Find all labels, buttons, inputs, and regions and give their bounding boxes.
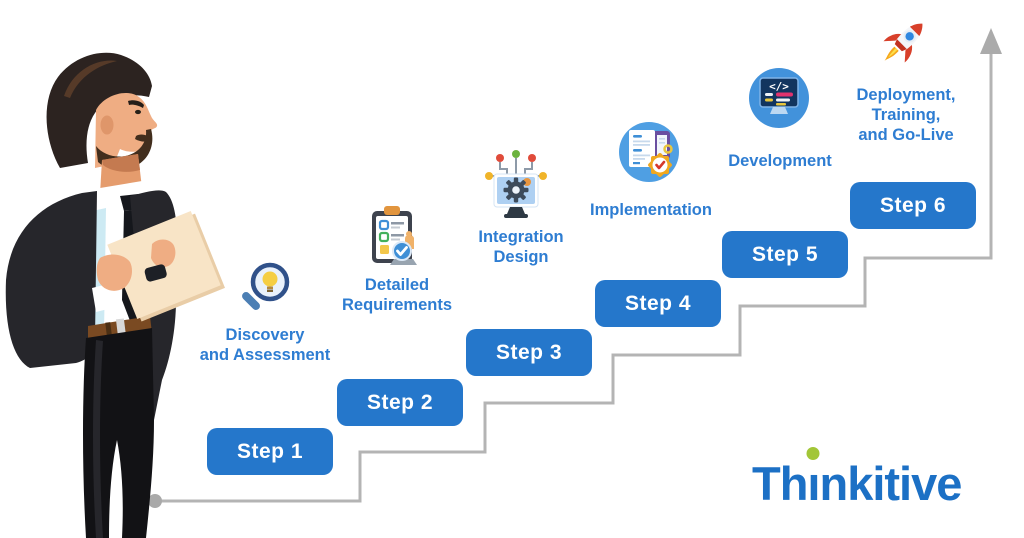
monitor-gear-network-icon xyxy=(485,150,547,218)
arrow-up-icon xyxy=(980,28,1002,54)
step-2-button: Step 2 xyxy=(337,379,463,426)
step-4-label: Implementation xyxy=(590,201,712,219)
step-6-label: Deployment, Training, and Go-Live xyxy=(856,86,956,145)
staircase-path xyxy=(155,44,993,503)
code-monitor-icon: </> xyxy=(749,68,809,128)
step-2-label: Detailed Requirements xyxy=(341,276,453,315)
documents-badge-icon xyxy=(619,122,679,182)
rocket-icon xyxy=(883,23,923,63)
line-start-dot xyxy=(148,494,162,508)
clipboard-checklist-icon xyxy=(372,206,417,265)
magnifier-lightbulb-icon xyxy=(242,262,290,310)
step-5-button: Step 5 xyxy=(722,231,848,278)
logo-text-suffix: nkitive xyxy=(819,457,962,510)
businessman-illustration xyxy=(5,52,225,538)
logo-letter-i: ı xyxy=(806,447,820,511)
step-5-label: Development xyxy=(728,152,832,170)
step-6-button: Step 6 xyxy=(850,182,976,229)
step-3-label: Integration Design xyxy=(478,228,564,267)
step-1-button: Step 1 xyxy=(207,428,333,475)
code-glyph: </> xyxy=(769,80,789,93)
logo-green-dot-icon xyxy=(806,447,820,460)
logo-text-prefix: Th xyxy=(752,457,808,510)
step-4-button: Step 4 xyxy=(595,280,721,327)
step-3-button: Step 3 xyxy=(466,329,592,376)
step-1-label: Discovery and Assessment xyxy=(199,326,331,365)
